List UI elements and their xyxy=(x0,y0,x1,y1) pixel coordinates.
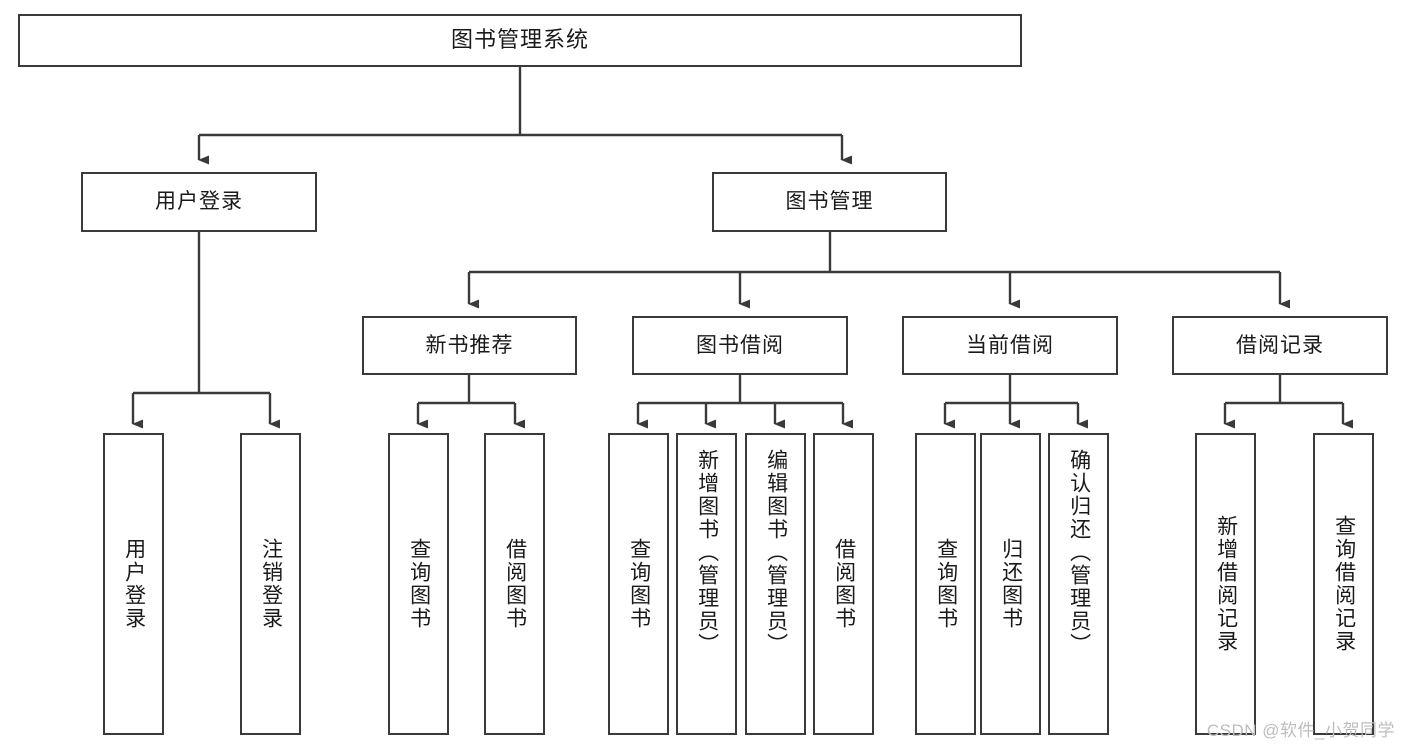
csdn-watermark: CSDN @软件_小贺同学 xyxy=(1206,721,1395,740)
leaf-borrow-edit-book-admin[interactable]: 编辑图书（管理员） xyxy=(745,433,806,735)
leaf-borrow-borrow-book[interactable]: 借阅图书 xyxy=(813,433,874,735)
node-book-management[interactable]: 图书管理 xyxy=(712,172,947,232)
leaf-borrow-query-book[interactable]: 查询图书 xyxy=(608,433,669,735)
node-new-book-recommendation[interactable]: 新书推荐 xyxy=(362,316,577,375)
node-user-login[interactable]: 用户登录 xyxy=(81,172,317,232)
leaf-user-login[interactable]: 用户登录 xyxy=(103,433,164,735)
leaf-current-return-book[interactable]: 归还图书 xyxy=(980,433,1041,735)
node-current-borrowing[interactable]: 当前借阅 xyxy=(902,316,1118,375)
node-book-borrowing[interactable]: 图书借阅 xyxy=(632,316,848,375)
node-root-book-management-system[interactable]: 图书管理系统 xyxy=(18,14,1022,67)
leaf-recommend-borrow-book[interactable]: 借阅图书 xyxy=(484,433,545,735)
leaf-record-query-borrow-record[interactable]: 查询借阅记录 xyxy=(1313,433,1374,735)
leaf-current-query-book[interactable]: 查询图书 xyxy=(915,433,976,735)
leaf-recommend-query-book[interactable]: 查询图书 xyxy=(388,433,449,735)
leaf-borrow-add-book-admin[interactable]: 新增图书（管理员） xyxy=(676,433,737,735)
node-borrowing-record[interactable]: 借阅记录 xyxy=(1172,316,1388,375)
leaf-current-confirm-return-admin[interactable]: 确认归还（管理员） xyxy=(1048,433,1109,735)
leaf-logout[interactable]: 注销登录 xyxy=(240,433,301,735)
leaf-record-add-borrow-record[interactable]: 新增借阅记录 xyxy=(1195,433,1256,735)
